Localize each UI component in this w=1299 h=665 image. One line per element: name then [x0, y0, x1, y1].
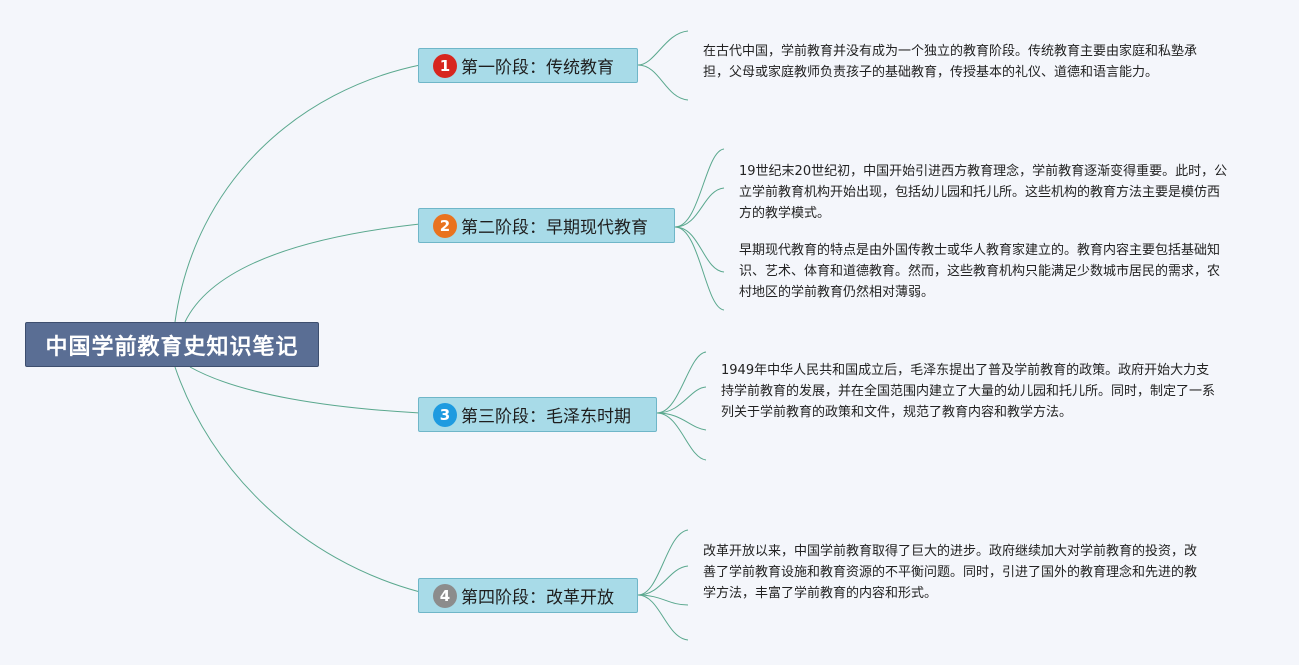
stage-3-note-text: 1949年中华人民共和国成立后，毛泽东提出了普及学前教育的政策。政府开始大力支持… — [721, 363, 1216, 420]
stage-2-label: 第二阶段：早期现代教育 — [461, 218, 648, 238]
stage-4-note: 改革开放以来，中国学前教育取得了巨大的进步。政府继续加大对学前教育的投资，改善了… — [703, 541, 1198, 604]
connector-stage-3-fan — [656, 351, 707, 414]
number-4-badge-icon: 4 — [433, 583, 457, 608]
stage-1-label: 第一阶段：传统教育 — [461, 58, 614, 78]
root-topic[interactable]: 中国学前教育史知识笔记 — [25, 322, 319, 367]
root-topic-label: 中国学前教育史知识笔记 — [45, 334, 299, 360]
connector-root-stage-3 — [189, 366, 421, 414]
connector-stage-1-fan — [637, 30, 689, 66]
stage-4-topic[interactable]: 4 第四阶段：改革开放 — [418, 578, 638, 613]
stage-2-note-2-text: 早期现代教育的特点是由外国传教士或华人教育家建立的。教育内容主要包括基础知识、艺… — [739, 243, 1221, 300]
stage-3-topic[interactable]: 3 第三阶段：毛泽东时期 — [418, 397, 657, 432]
stage-4-note-text: 改革开放以来，中国学前教育取得了巨大的进步。政府继续加大对学前教育的投资，改善了… — [703, 544, 1198, 601]
connector-stage-2-fan — [674, 148, 725, 228]
connector-stage-4-fan — [637, 529, 689, 596]
stage-1-note-text: 在古代中国，学前教育并没有成为一个独立的教育阶段。传统教育主要由家庭和私塾承担，… — [703, 44, 1198, 80]
stage-2-note-2: 早期现代教育的特点是由外国传教士或华人教育家建立的。教育内容主要包括基础知识、艺… — [739, 240, 1232, 303]
stage-1-topic[interactable]: 1 第一阶段：传统教育 — [418, 48, 638, 83]
stage-1-note: 在古代中国，学前教育并没有成为一个独立的教育阶段。传统教育主要由家庭和私塾承担，… — [703, 41, 1198, 83]
number-1-badge-icon: 1 — [433, 53, 457, 78]
stage-2-note-1-text: 19世纪末20世纪初，中国开始引进西方教育理念，学前教育逐渐变得重要。此时，公立… — [739, 164, 1228, 221]
connector-root-stage-1 — [174, 64, 421, 323]
connector-root-stage-4 — [174, 366, 421, 593]
stage-2-note-1: 19世纪末20世纪初，中国开始引进西方教育理念，学前教育逐渐变得重要。此时，公立… — [739, 161, 1232, 224]
stage-4-label: 第四阶段：改革开放 — [461, 588, 614, 608]
stage-3-label: 第三阶段：毛泽东时期 — [461, 407, 631, 427]
stage-3-note: 1949年中华人民共和国成立后，毛泽东提出了普及学前教育的政策。政府开始大力支持… — [721, 360, 1216, 423]
stage-2-topic[interactable]: 2 第二阶段：早期现代教育 — [418, 208, 675, 243]
number-2-badge-icon: 2 — [433, 213, 457, 238]
number-3-badge-icon: 3 — [433, 402, 457, 427]
connector-root-stage-2 — [184, 223, 421, 323]
